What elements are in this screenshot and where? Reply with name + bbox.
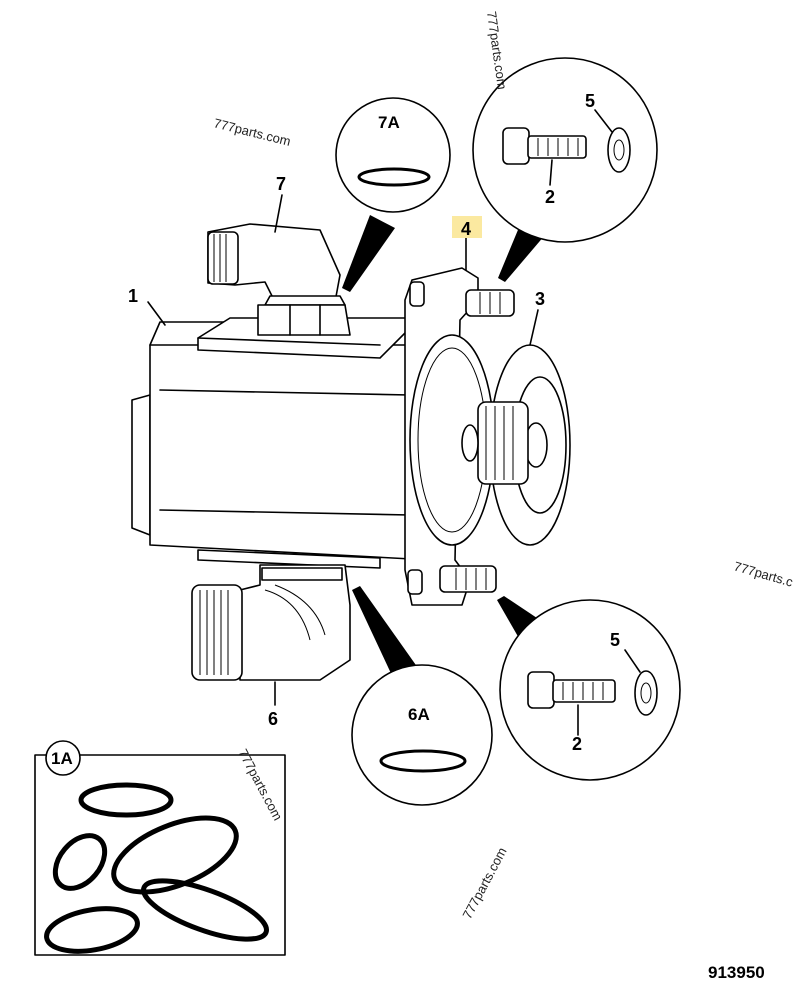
callout-7: 7 [276, 174, 286, 194]
callout-6a: 6A [408, 705, 430, 724]
callout-3: 3 [535, 289, 545, 309]
watermark-5: 777parts.com [459, 845, 509, 922]
callout-1a: 1A [51, 749, 73, 768]
callout-7a: 7A [378, 113, 400, 132]
detail-bubble-top-right [472, 57, 658, 282]
watermark-1: 777parts.com [212, 115, 292, 149]
pump-body [131, 317, 431, 569]
detail-bubble-7a [335, 97, 451, 292]
drive-gear [461, 344, 571, 546]
callout-labels: 1 7 7A 2 5 4 3 6 6A 2 5 1A [51, 91, 620, 768]
seal-kit-panel [34, 740, 286, 956]
watermark-3: 777parts.c [732, 558, 795, 589]
detail-bubble-bottom-right [497, 596, 681, 781]
callout-5-bottom: 5 [610, 630, 620, 650]
figure-number: 913950 [708, 963, 765, 982]
watermark-2: 777parts.com [484, 10, 510, 90]
elbow-fitting-bottom [191, 564, 351, 681]
callout-5-top: 5 [585, 91, 595, 111]
watermark-4: 777parts.com [235, 746, 285, 823]
leader-lines [147, 109, 641, 736]
callout-4: 4 [461, 219, 471, 239]
mounting-flange [404, 267, 515, 606]
callout-2-bottom: 2 [572, 734, 582, 754]
callout-2-top: 2 [545, 187, 555, 207]
detail-bubble-6a [351, 586, 493, 806]
callout-1: 1 [128, 286, 138, 306]
elbow-fitting-top [207, 223, 351, 336]
callout-6: 6 [268, 709, 278, 729]
callout-4-highlight [452, 216, 482, 238]
